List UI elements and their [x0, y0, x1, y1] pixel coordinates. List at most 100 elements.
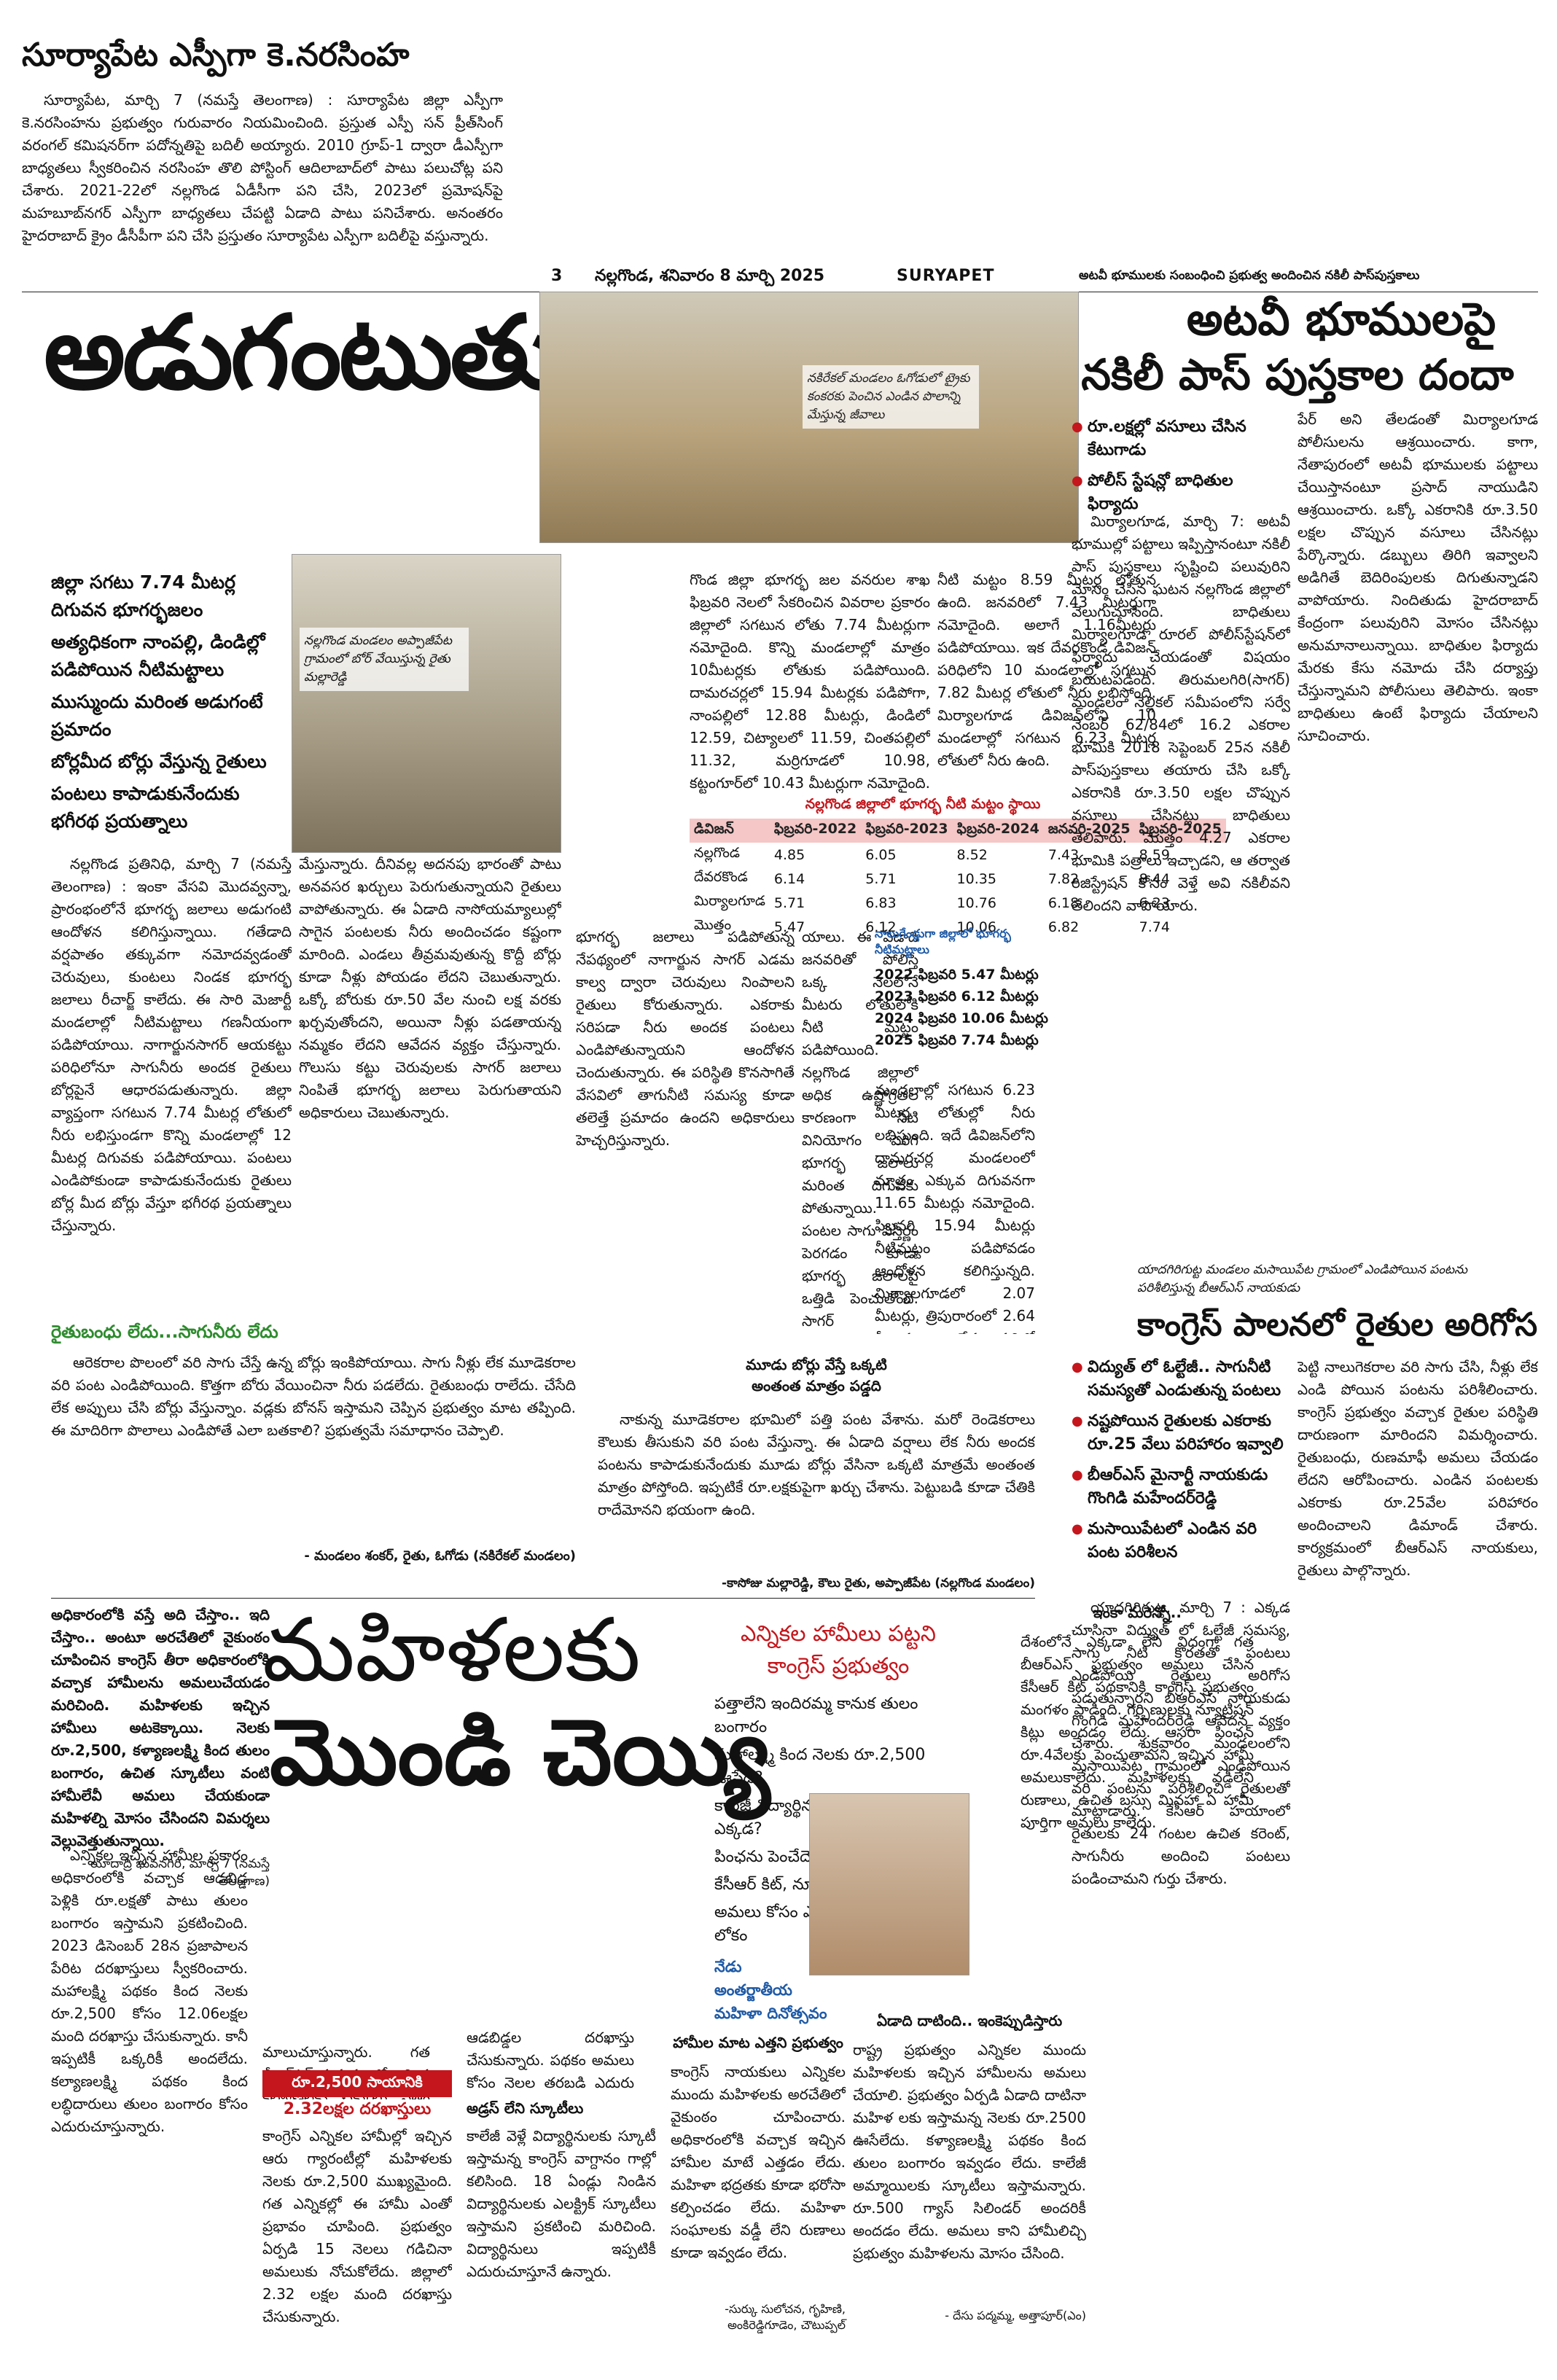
quote-2: ఏడాది దాటింది.. ఇంకెప్పుడిస్తారు రాష్ట్ర… — [853, 2012, 1086, 2362]
table-header: డివిజన్ — [690, 819, 770, 843]
women-col-1: ఎన్నికల ఇచ్చిన హామీల ప్రకారం అధికారంలోకి… — [51, 1846, 248, 2135]
water-subheads: జిల్లా సగటు 7.74 మీటర్ల దిగువన భూగర్భజలం… — [51, 569, 292, 835]
table-cell: మొత్తం — [694, 917, 732, 933]
table-cell: 5.47 — [773, 918, 805, 935]
groundwater-table-box: నల్లగొండ జిల్లాలో భూగర్భ నీటి మట్టం స్థా… — [690, 796, 1226, 935]
water-box-head-2: అంతంత మాత్రం పడ్డది — [752, 1377, 881, 1394]
water-sidebar-attr: - మండలం శంకర్, రైతు, ఓగోడు (నకిరేకల్ మండ… — [304, 1548, 576, 1564]
congress-bullet-4: మసాయిపేటలో ఎండిన వరి పంట పరిశీలన — [1072, 1518, 1290, 1564]
table-cell: 6.12 — [865, 918, 897, 935]
groundwater-table-title: నల్లగొండ జిల్లాలో భూగర్భ నీటి మట్టం స్థా… — [805, 796, 1041, 812]
avg-levels-list: 2022 ఫిబ్రవరి 5.47 మీటర్లు2023 ఫిబ్రవరి … — [875, 964, 1048, 1051]
stat-head-2: 2.32లక్షల దరఖాస్తులు — [283, 2100, 432, 2118]
women-col-4-head: హామీల మాట ఎత్తని ప్రభుత్వం — [673, 2034, 843, 2051]
women-col-4-body: కాంగ్రెస్ నాయకులు ఎన్నికల ముందు మహిళలకు … — [671, 2063, 846, 2261]
stat-box: రూ.2,500 సాయానికి 2.32లక్షల దరఖాస్తులు క… — [262, 2070, 452, 2347]
top-story: సూర్యాపేట ఎస్పీగా కె.నరసింహ సూర్యాపేట, మ… — [22, 35, 503, 283]
top-story-body: సూర్యాపేట, మార్చి 7 (నమస్తే తెలంగాణ) : స… — [22, 91, 503, 244]
avg-levels-title: నాలుగేండ్లుగా జిల్లాలో భూగర్భ నీటిమట్టాల… — [875, 926, 1011, 956]
table-cell: 6.83 — [865, 894, 897, 911]
congress-bullet-1: విద్యుత్ లో ఓల్టేజీ.. సాగునీటి సమస్యతో ఎ… — [1072, 1356, 1290, 1402]
table-header: ఫిబ్రవరి-2025 — [1134, 819, 1226, 843]
water-col-3: గొండ జిల్లా భూగర్భ జల వనరుల శాఖ ఫిబ్రవరి… — [690, 571, 930, 792]
subhead-1: జిల్లా సగటు 7.74 మీటర్ల దిగువన భూగర్భజలం — [51, 571, 235, 620]
table-cell: 5.71 — [773, 894, 805, 911]
avg-level-row: 2023 ఫిబ్రవరి 6.12 మీటర్లు — [875, 988, 1039, 1004]
day-note-2: అంతర్జాతీయ — [714, 1981, 792, 1999]
water-sidebar-body: ఆరెకరాల పొలంలో వరి సాగు చేస్తే ఉన్న బోర్… — [51, 1354, 576, 1439]
subhead-5: పంటలు కాపాడుకునేందుకు భగీరథ ప్రయత్నాలు — [51, 783, 240, 832]
quote-2-attr: - దేసు పద్మమ్మ, అత్తాపూర్(ఎం) — [945, 2309, 1086, 2322]
promise-head: ఎన్నికల హామీలు పట్టని కాంగ్రెస్ ప్రభుత్వ… — [741, 1621, 936, 1679]
table-row: మొత్తం 5.47 6.12 10.06 6.82 7.74 — [690, 915, 1226, 939]
water-col-6: యాలు. ఈ ఏడాది జనవరితో పోలిస్తే ఒక్క నెలల… — [802, 928, 918, 1330]
table-cell: 8.59 — [1139, 846, 1170, 863]
promise-box: ఎన్నికల హామీలు పట్టని కాంగ్రెస్ ప్రభుత్వ… — [714, 1618, 962, 2022]
water-col-1: నల్లగొండ ప్రతినిధి, మార్చి 7 (నమస్తే తెల… — [51, 855, 292, 1234]
table-cell: 10.06 — [956, 918, 996, 935]
congress-bullets: విద్యుత్ లో ఓల్టేజీ.. సాగునీటి సమస్యతో ఎ… — [1072, 1356, 1290, 1572]
stat-body: కాంగ్రెస్ ఎన్నికల హామీల్లో ఇచ్చిన ఆరు గ్… — [262, 2127, 452, 2325]
quote-2-head: ఏడాది దాటింది.. ఇంకెప్పుడిస్తారు — [876, 2012, 1063, 2029]
congress-photo-caption: యాదగిరిగుట్ట మండలం మసాయిపేట గ్రామంలో ఎండ… — [1137, 1263, 1467, 1295]
table-cell: 5.71 — [865, 870, 897, 887]
water-sidebar-head: రైతుబంధు లేదు...సాగునీరు లేదు — [51, 1322, 278, 1342]
water-col-2: మేస్తున్నారు. దీనివల్ల అదనపు భారంతో పాటు… — [299, 855, 561, 1121]
avg-level-row: 2024 ఫిబ్రవరి 10.06 మీటర్లు — [875, 1010, 1048, 1026]
table-header: ఫిబ్రవరి-2023 — [861, 819, 953, 843]
top-story-title: సూర్యాపేట ఎస్పీగా కె.నరసింహ — [22, 36, 410, 74]
forgery-bullet-1: రూ.లక్షల్లో వసూలు చేసిన కేటుగాడు — [1072, 415, 1276, 462]
table-header: ఫిబ్రవరి-2022 — [769, 819, 862, 843]
women-col-4-box: హామీల మాట ఎత్తని ప్రభుత్వం కాంగ్రెస్ నాయ… — [671, 2034, 846, 2362]
water-photo-1: నకిరేకల్ మండలం ఓగోడులో ట్రైకు కంకరకు పెం… — [539, 292, 1079, 543]
women-intro-attr: - యాదాద్రి భువనగిరి, మార్చి 7 (నమస్తే తె… — [82, 1857, 270, 1889]
table-cell: దేవరకొండ — [694, 869, 748, 885]
water-photo-2-caption: నల్లగొండ మండలం అప్పాజీపేట గ్రామంలో బోర్ … — [300, 628, 469, 691]
quote-1-body: దేశంలోనే ఎక్కడా లేని విధంగా గత బీఆర్‌ఎస్… — [1021, 1633, 1254, 1831]
forgery-col-2: పేర్ అని తేలడంతో మిర్యాలగూడ పోలీసులను ఆశ… — [1298, 410, 1538, 744]
women-intro-text: అధికారంలోకి వస్తే అది చేస్తాం.. ఇది చేస్… — [51, 1606, 270, 1849]
women-col-3: ఆడబిడ్డల దరఖాస్తు చేసుకున్నారు. పథకం అమల… — [467, 2029, 634, 2091]
water-box-body: నాకున్న మూడెకరాల భూమిలో పత్తి పంట వేశాను… — [598, 1411, 1035, 1518]
table-cell: 8.44 — [1139, 870, 1170, 887]
stat-head-1: రూ.2,500 సాయానికి — [262, 2070, 452, 2097]
water-photo-2: నల్లగొండ మండలం అప్పాజీపేట గ్రామంలో బోర్ … — [292, 554, 561, 853]
avg-levels-box: నాలుగేండ్లుగా జిల్లాలో భూగర్భ నీటిమట్టాల… — [875, 926, 1048, 1072]
quote-1-head: ఇంకా మరెన్నో.. — [1093, 1604, 1182, 1621]
page-number: 3 — [551, 267, 563, 285]
congress-photo — [1072, 1250, 1538, 1257]
water-col-7: మండలాల్లో సగటున 6.23 మీటర్ల లోతుల్లో నీర… — [875, 1081, 1035, 1334]
table-cell: 6.82 — [1047, 918, 1080, 935]
forgery-bullet-2: పోలీస్ స్టేషన్లో బాధితుల ఫిర్యాదు — [1072, 469, 1276, 516]
promise-item: పత్తాలేని ఇందిరమ్మ కానుక తులం బంగారం — [714, 1695, 918, 1736]
water-col-4: నీటి మట్టం 8.59 మీటర్ల లోతున ఉంది. జనవరి… — [937, 571, 1156, 769]
quote-1: ఇంకా మరెన్నో.. దేశంలోనే ఎక్కడా లేని విధం… — [1021, 1604, 1254, 1983]
bottom-rule — [51, 1598, 1035, 1599]
table-cell: 8.52 — [956, 846, 988, 863]
women-photo — [809, 1793, 969, 1975]
table-cell: 6.18 — [1047, 894, 1080, 911]
water-sidebar: రైతుబంధు లేదు...సాగునీరు లేదు ఆరెకరాల పొ… — [51, 1319, 576, 1582]
water-box: మూడు బోర్లు వేస్తే ఒక్కటి అంతంత మాత్రం ప… — [598, 1356, 1035, 1596]
congress-headline: కాంగ్రెస్ పాలనలో రైతుల అరిగోస — [1137, 1306, 1538, 1343]
water-box-attr: -కాసోజు మల్లారెడ్డి, కౌలు రైతు, అప్పాజీప… — [722, 1576, 1035, 1591]
table-cell: 7.74 — [1139, 918, 1170, 935]
table-cell: నల్లగొండ — [694, 845, 740, 861]
congress-bullet-2: నష్టపోయిన రైతులకు ఎకరాకు రూ.25 వేలు పరిహ… — [1072, 1410, 1290, 1456]
table-cell: 6.05 — [865, 846, 897, 863]
forgery-col-1: మిర్యాలగూడ, మార్చి 7: అటవీ భూముల్లో పట్ట… — [1072, 512, 1290, 914]
scooty-box: అడ్రస్ లేని స్కూటీలు కాలేజీ వెళ్లే విద్య… — [467, 2099, 656, 2354]
table-cell: మిర్యాలగూడ — [694, 893, 765, 909]
subhead-4: బోర్లమీద బోర్లు వేస్తున్న రైతులు — [51, 751, 267, 772]
congress-bullet-3: బీఆర్ఎస్ మైనార్టీ నాయకుడు గొంగిడి మహేందర… — [1072, 1464, 1290, 1510]
promise-item: మహాలక్ష్మి కింద నెలకు రూ.2,500 ఊసేది? — [714, 1746, 926, 1787]
page-strap: అటవీ భూములకు సంబంధించి ప్రభుత్వ అందించిన… — [1079, 268, 1420, 283]
women-col-4-attr: -సుర్కు సులోచన, గృహిణి, అంకిరెడ్డిగూడెం,… — [725, 2302, 846, 2332]
day-note-3: మహిళా దినోత్సవం — [714, 2005, 827, 2022]
forgery-bullets: రూ.లక్షల్లో వసూలు చేసిన కేటుగాడు పోలీస్ … — [1072, 415, 1276, 523]
table-cell: 6.14 — [773, 870, 805, 887]
congress-col-1: యాదగిరిగుట్ట, మార్చి 7 : ఎక్కడ చూసినా వి… — [1072, 1599, 1290, 1887]
